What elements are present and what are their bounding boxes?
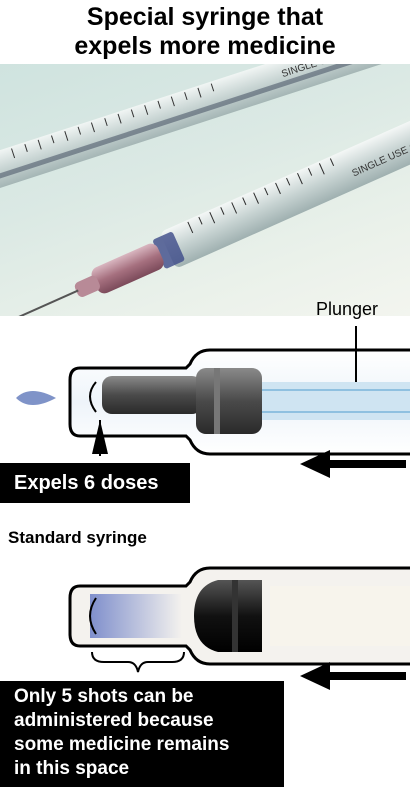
syringe-photo: SINGLE USE ONLY SINGLE USE ONLY: [0, 64, 410, 316]
push-arrow-icon-2: [300, 662, 406, 690]
standard-syringe-label: Standard syringe: [8, 528, 147, 547]
expels-label: Expels 6 doses: [0, 463, 190, 503]
plunger-label: Plunger: [316, 299, 379, 319]
page-title: Special syringe that expels more medicin…: [0, 0, 410, 64]
title-line-1: Special syringe that: [86, 3, 324, 31]
remains-line-2: administered because: [14, 710, 214, 731]
remains-line-3: some medicine remains: [14, 734, 230, 755]
special-syringe: [68, 348, 410, 456]
medicine-droplet-icon: [16, 391, 56, 405]
title-line-2: expels more medicine: [74, 32, 336, 60]
standard-syringe: [68, 566, 410, 666]
remaining-space-brace: [91, 651, 185, 673]
push-arrow-icon-1: [300, 450, 406, 478]
back-syringe: SINGLE USE ONLY: [0, 64, 410, 198]
syringe-comparison-diagram: [0, 316, 410, 800]
remains-line-4: in this space: [14, 758, 130, 779]
remains-line-1: Only 5 shots can be: [14, 686, 194, 707]
remaining-medicine-label: Only 5 shots can be administered because…: [0, 681, 284, 787]
